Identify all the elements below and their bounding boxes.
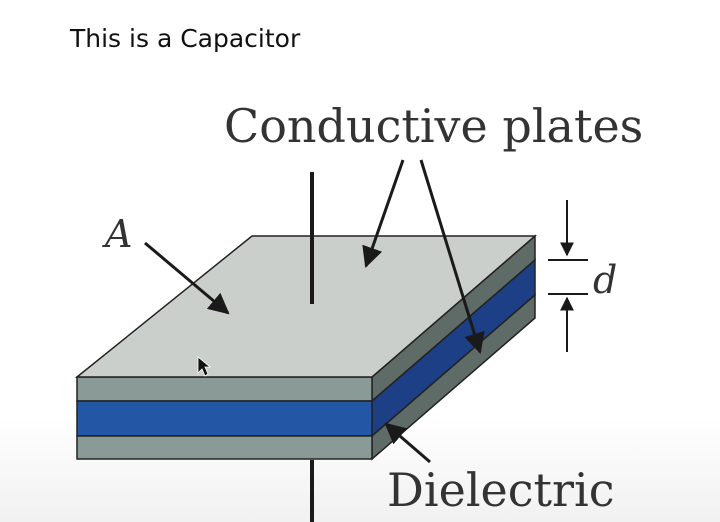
- conductive-plates-label: Conductive plates: [224, 99, 643, 153]
- dielectric-label: Dielectric: [387, 463, 614, 517]
- bottom-plate-front: [76, 435, 373, 460]
- top-plate-front: [76, 376, 373, 402]
- plates-arrow-2: [419, 159, 485, 355]
- capacitor-front-face: [76, 376, 373, 460]
- distance-indicator: [548, 200, 588, 352]
- plates-arrow-1: [362, 159, 405, 268]
- mouse-pointer-icon: [197, 356, 212, 377]
- slide-title: This is a Capacitor: [70, 24, 301, 53]
- area-arrow: [144, 241, 230, 315]
- distance-label: d: [593, 258, 617, 302]
- area-label: A: [102, 212, 132, 256]
- dielectric-front: [76, 400, 373, 437]
- dielectric-arrow: [384, 422, 431, 464]
